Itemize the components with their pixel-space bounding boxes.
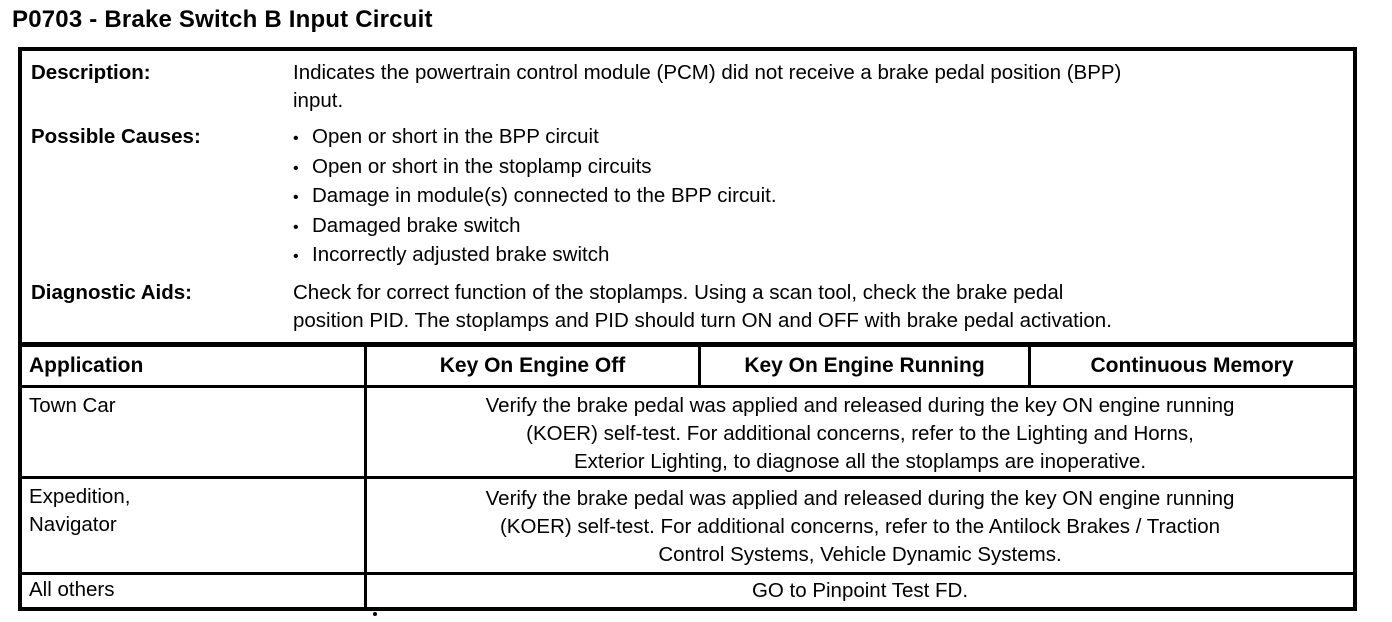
application-table-header: Application Key On Engine Off Key On Eng… [22,347,1353,388]
cause-text: Damaged brake switch [312,213,521,237]
cause-text: Open or short in the BPP circuit [312,125,599,148]
description-row: Description: Indicates the powertrain co… [31,59,1343,115]
application-cell: Expedition, Navigator [22,479,367,572]
bullet-icon: • [293,130,299,147]
action-cell: Verify the brake pedal was applied and r… [367,388,1353,476]
diagnostic-aids-row: Diagnostic Aids: Check for correct funct… [31,279,1343,335]
action-cell: Verify the brake pedal was applied and r… [367,479,1353,572]
action-line: Exterior Lighting, to diagnose all the s… [573,450,1147,473]
action-line: (KOER) self-test. For additional concern… [526,422,1194,445]
scan-artifact-dot [373,612,377,616]
diagnostic-aids-line: position PID. The stoplamps and PID shou… [293,308,1112,332]
application-cell: All others [22,575,367,607]
action-line: (KOER) self-test. For additional concern… [499,515,1221,538]
dtc-info-table: Description: Indicates the powertrain co… [18,47,1357,611]
action-cell: GO to Pinpoint Test FD. [367,575,1353,607]
action-line: Verify the brake pedal was applied and r… [485,394,1235,417]
possible-causes-row: Possible Causes: • Open or short in the … [31,123,1343,271]
application-name: Town Car [29,394,116,417]
diagnostic-aids-text: Check for correct function of the stopla… [293,279,1343,335]
diagnostic-aids-line: Check for correct function of the stopla… [293,280,1064,304]
list-item: • Damaged brake switch [293,212,1343,242]
description-label: Description: [31,61,151,84]
column-header-key-on-engine-off: Key On Engine Off [367,347,701,385]
bullet-icon: • [293,218,299,236]
column-header-continuous-memory: Continuous Memory [1090,354,1294,377]
list-item: • Open or short in the stoplamp circuits [293,153,1343,183]
cause-text: Damage in module(s) connected to the BPP… [312,184,777,207]
info-section: Description: Indicates the powertrain co… [22,51,1353,347]
action-line: Control Systems, Vehicle Dynamic Systems… [658,543,1062,566]
table-row-expedition-navigator: Expedition, Navigator Verify the brake p… [22,479,1353,575]
possible-causes-list: • Open or short in the BPP circuit • Ope… [293,123,1343,271]
list-item: • Damage in module(s) connected to the B… [293,182,1343,212]
action-line: Verify the brake pedal was applied and r… [485,487,1235,510]
bullet-icon: • [293,248,299,265]
description-line: Indicates the powertrain control module … [293,61,1122,84]
list-item: • Incorrectly adjusted brake switch [293,241,1343,271]
application-name: Navigator [29,513,117,536]
bullet-icon: • [293,189,299,206]
list-item: • Open or short in the BPP circuit [293,123,1343,153]
cause-text: Open or short in the stoplamp circuits [312,154,652,178]
possible-causes-label: Possible Causes: [31,125,201,148]
description-line: input. [293,89,344,112]
action-line: GO to Pinpoint Test FD. [751,579,969,602]
bullet-icon: • [293,159,299,177]
cause-text: Incorrectly adjusted brake switch [312,243,610,266]
column-header-application: Application [22,347,367,385]
application-name: Expedition, [29,485,131,508]
description-text: Indicates the powertrain control module … [293,59,1343,115]
diagnostic-aids-label: Diagnostic Aids: [31,280,192,304]
column-header-key-on-engine-running: Key On Engine Running [701,347,1031,385]
table-row-all-others: All others GO to Pinpoint Test FD. [22,575,1353,607]
page-title: P0703 - Brake Switch B Input Circuit [12,6,433,33]
application-cell: Town Car [22,388,367,476]
application-name: All others [29,578,115,601]
table-row-town-car: Town Car Verify the brake pedal was appl… [22,388,1353,479]
